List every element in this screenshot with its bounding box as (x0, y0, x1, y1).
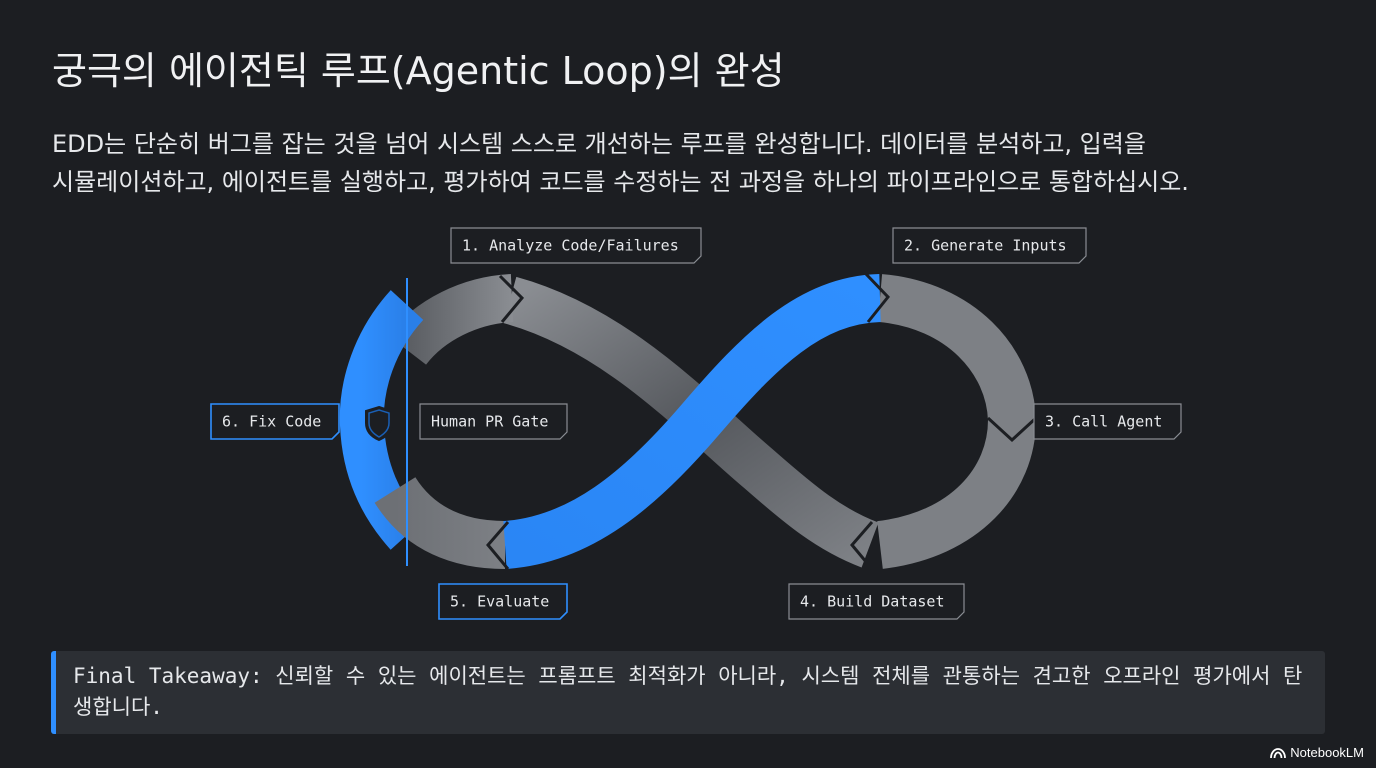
step-label-5: 5. Evaluate (450, 593, 549, 611)
human-pr-gate-node: Human PR Gate (419, 403, 568, 440)
final-takeaway-panel: Final Takeaway: 신뢰할 수 있는 에이전트는 프롬프트 최적화가… (51, 651, 1325, 734)
chevron-marker-bottom-right (850, 521, 874, 570)
intro-line-2: 시뮬레이션하고, 에이전트를 실행하고, 평가하여 코드를 수정하는 전 과정을… (52, 168, 1189, 196)
step-label-2: 2. Generate Inputs (904, 237, 1067, 255)
step-node-6: 6. Fix Code (210, 403, 340, 440)
intro-line-1: EDD는 단순히 버그를 잡는 것을 넘어 시스템 스스로 개선하는 루프를 완… (52, 130, 1146, 158)
chevron-marker-top-left (498, 274, 525, 323)
notebooklm-logo-icon (1270, 747, 1287, 758)
human-pr-gate-label: Human PR Gate (431, 413, 548, 431)
brand-badge: NotebookLM (1270, 745, 1364, 760)
step-node-4: 4. Build Dataset (788, 583, 965, 620)
step-node-5: 5. Evaluate (438, 583, 568, 620)
step-node-3: 3. Call Agent (1033, 403, 1182, 440)
loop-band-left-bottom (374, 476, 506, 569)
brand-name: NotebookLM (1290, 745, 1364, 760)
loop-band-cross-blue (502, 274, 882, 569)
step-label-1: 1. Analyze Code/Failures (462, 237, 679, 255)
step-label-3: 3. Call Agent (1045, 413, 1162, 431)
loop-band-cross-gray (503, 276, 879, 568)
chevron-marker-right (986, 416, 1038, 443)
step-node-1: 1. Analyze Code/Failures (450, 227, 702, 264)
final-takeaway-text: Final Takeaway: 신뢰할 수 있는 에이전트는 프롬프트 최적화가… (73, 664, 1303, 719)
step-label-4: 4. Build Dataset (800, 593, 945, 611)
chevron-marker-top-right (864, 272, 890, 323)
page-title: 궁극의 에이전틱 루프(Agentic Loop)의 완성 (52, 49, 785, 93)
step-node-2: 2. Generate Inputs (892, 227, 1087, 264)
step-label-6: 6. Fix Code (222, 413, 321, 431)
loop-band-right (876, 274, 1037, 569)
shield-icon (365, 405, 393, 442)
chevron-marker-bottom-left (486, 521, 510, 570)
intro-text: EDD는 단순히 버그를 잡는 것을 넘어 시스템 스스로 개선하는 루프를 완… (52, 125, 1332, 201)
loop-band-left-top (387, 274, 514, 366)
